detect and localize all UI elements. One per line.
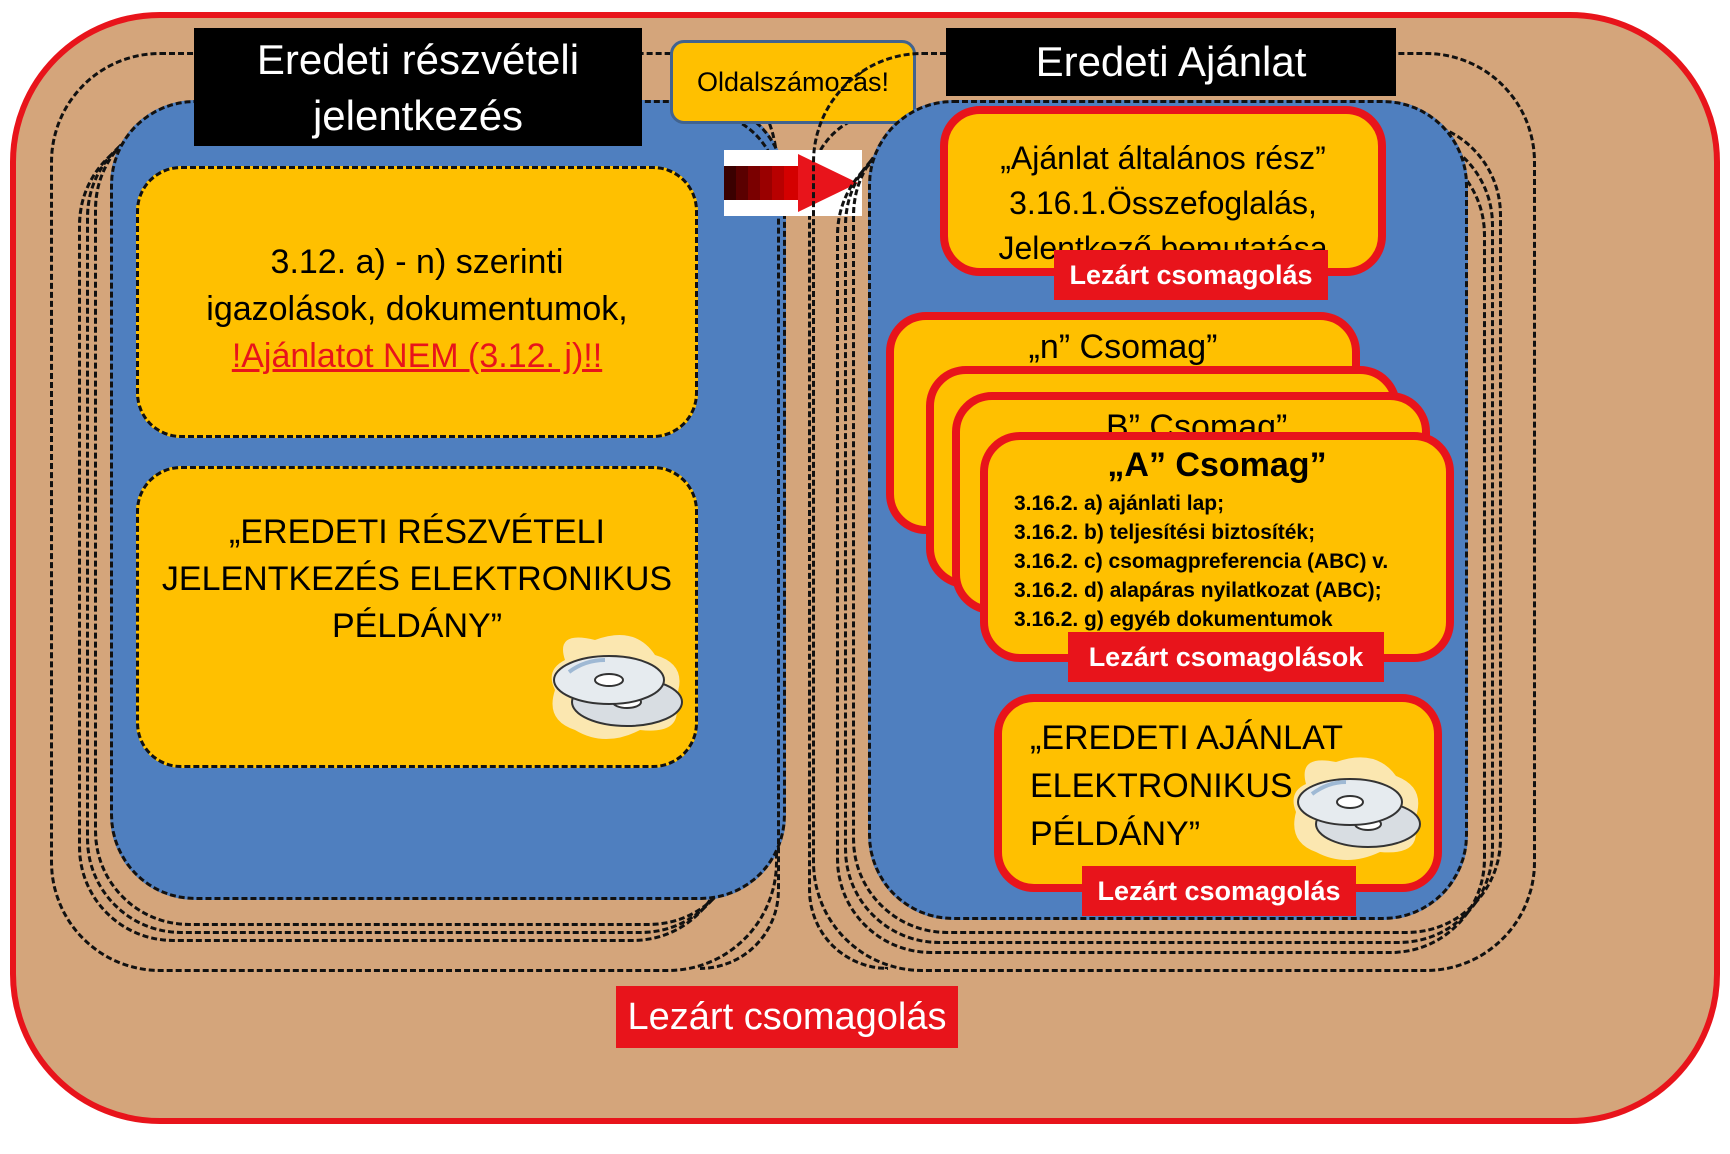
- documents-warning: !Ajánlatot NEM (3.12. j)!!: [231, 337, 603, 375]
- package-item: 3.16.2. g) egyéb dokumentumok: [1014, 608, 1333, 631]
- left-electronic-box: „EREDETI RÉSZVÉTELI JELENTKEZÉS ELEKTRON…: [136, 466, 698, 768]
- middle-divider-left: [700, 110, 780, 970]
- electronic-line1: „EREDETI RÉSZVÉTELI: [229, 513, 605, 551]
- left-title: Eredeti részvételi jelentkezés: [194, 28, 642, 146]
- package-a-label: „A” Csomag”: [1107, 446, 1327, 484]
- general-sealed-tag: Lezárt csomagolás: [1054, 250, 1328, 300]
- package-item: 3.16.2. a) ajánlati lap;: [1014, 492, 1225, 515]
- documents-line1: 3.12. a) - n) szerinti: [270, 243, 564, 281]
- package-a-box: „A” Csomag” 3.16.2. a) ajánlati lap; 3.1…: [980, 432, 1454, 662]
- package-item: 3.16.2. c) csomagpreferencia (ABC) v.: [1014, 550, 1389, 573]
- left-documents-box: 3.12. a) - n) szerinti igazolások, dokum…: [136, 166, 698, 438]
- cd-icon: [1293, 757, 1421, 860]
- right-title: Eredeti Ajánlat: [946, 28, 1396, 96]
- outer-sealed-tag: Lezárt csomagolás: [616, 986, 958, 1048]
- offer-electronic-line3: PÉLDÁNY”: [1030, 815, 1201, 853]
- package-item: 3.16.2. d) alapáras nyilatkozat (ABC);: [1014, 579, 1382, 602]
- electronic-sealed-tag: Lezárt csomagolás: [1082, 866, 1356, 916]
- electronic-line2: JELENTKEZÉS ELEKTRONIKUS: [161, 560, 673, 598]
- package-item: 3.16.2. b) teljesítési biztosíték;: [1014, 521, 1316, 544]
- package-a-items: 3.16.2. a) ajánlati lap; 3.16.2. b) telj…: [1014, 489, 1446, 634]
- electronic-line3: PÉLDÁNY”: [331, 607, 503, 645]
- packages-sealed-tag: Lezárt csomagolások: [1068, 632, 1384, 682]
- general-line2: 3.16.1.Összefoglalás,: [1009, 185, 1317, 221]
- general-line1: „Ajánlat általános rész”: [1000, 140, 1326, 176]
- offer-electronic-line2: ELEKTRONIKUS: [1030, 767, 1293, 805]
- package-n-label: „n” Csomag”: [1028, 328, 1218, 366]
- left-title-line1: Eredeti részvételi: [256, 36, 580, 83]
- cd-icon: [551, 635, 683, 739]
- left-title-line2: jelentkezés: [312, 92, 524, 139]
- documents-line2: igazolások, dokumentumok,: [206, 290, 628, 328]
- offer-electronic-line1: „EREDETI AJÁNLAT: [1030, 719, 1343, 757]
